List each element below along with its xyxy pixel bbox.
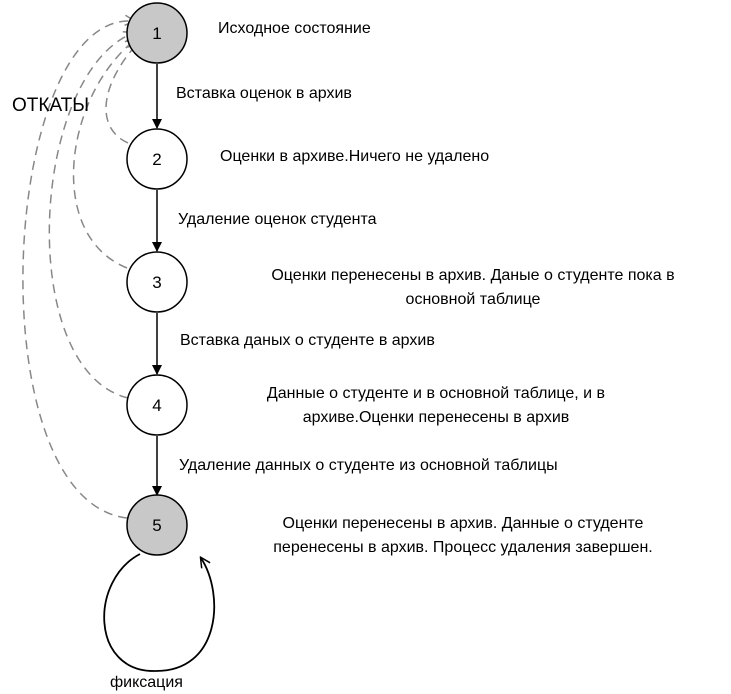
rollback-arc-5 [22,21,134,519]
state-1: 1 [126,2,188,64]
state-2-description: Оценки в архиве.Ничего не удалено [220,148,490,165]
state-5-number: 5 [152,516,161,535]
rollbacks-label: ОТКАТЫ [12,95,90,116]
transition-label-4-5: Удаление данных о студенте из основной т… [179,457,558,474]
state-4-number: 4 [152,396,161,415]
commit-self-loop [103,553,216,672]
transition-label-1-2: Вставка оценок в архив [176,85,352,102]
state-3-description-line-1: Оценки перенесены в архив. Даные о студе… [271,267,675,284]
rollback-arc-2 [105,44,137,144]
commit-label: фиксация [110,674,183,691]
state-3-description-line-2: основной таблице [405,291,541,308]
state-5-description: Оценки перенесены в архив. Данные о студ… [226,512,700,560]
state-2: 2 [126,128,188,190]
rollback-arc-3 [72,40,135,269]
state-4-description-line-2: архиве.Оценки перенесены в архив [302,409,570,426]
state-5-description-line-2: перенесены в архив. Процесс удаления зав… [273,539,653,556]
state-4-description-line-1: Данные о студенте и в основной таблице, … [266,385,606,402]
transition-label-3-4: Вставка даных о студенте в архив [180,332,435,349]
rollback-arc-4 [48,33,133,399]
state-2-number: 2 [152,150,161,169]
state-4: 4 [126,374,188,436]
state-1-description: Исходное состояние [218,20,371,37]
state-5-description-line-1: Оценки перенесены в архив. Данные о студ… [282,515,644,532]
state-3-description: Оценки перенесены в архив. Даные о студе… [222,264,724,312]
state-3-number: 3 [152,273,161,292]
state-3: 3 [126,251,188,313]
transition-label-2-3: Удаление оценок студента [178,211,377,228]
state-1-number: 1 [152,24,161,43]
state-4-description: Данные о студенте и в основной таблице, … [222,382,650,430]
state-5: 5 [126,494,188,556]
